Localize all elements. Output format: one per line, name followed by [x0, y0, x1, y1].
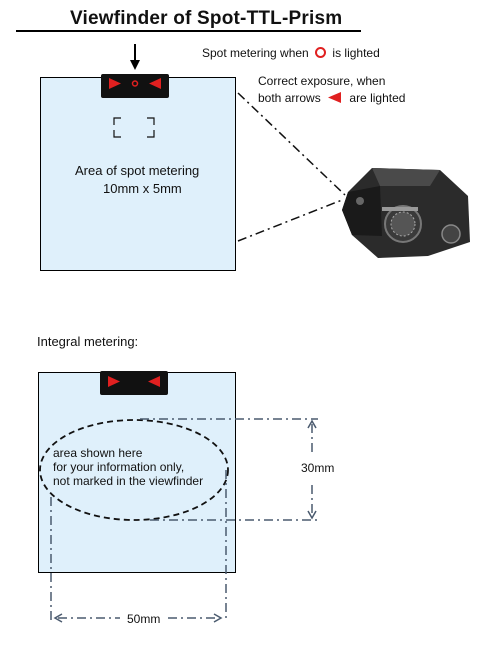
integral-heading: Integral metering:: [37, 334, 139, 349]
integral-viewfinder-panel: [38, 372, 236, 573]
page-title: Viewfinder of Spot-TTL-Prism: [70, 8, 343, 29]
title-underline: [16, 30, 361, 32]
spot-note-before: Spot metering when: [202, 46, 309, 60]
spot-led-circle-icon: [315, 47, 327, 58]
oval-note: area shown here for your information onl…: [53, 446, 203, 488]
spot-area-label: Area of spot metering 10mm x 5mm: [40, 162, 300, 198]
dim-width-arrow-left: [53, 613, 63, 623]
spot-metering-note: Spot metering when is lighted: [202, 46, 380, 60]
exposure-note-after: are lighted: [349, 91, 406, 105]
exposure-note-before: both arrows: [258, 91, 321, 105]
dim-height-arrow-bottom: [307, 510, 317, 520]
spot-note-after: is lighted: [332, 46, 380, 60]
exposure-note-line1: Correct exposure, when: [258, 74, 386, 88]
spot-center-led: [131, 80, 139, 87]
spot-area-label-line2: 10mm x 5mm: [103, 181, 182, 196]
width-dimension-label: 50mm: [127, 612, 161, 626]
spot-left-arrow-led: [109, 78, 121, 89]
oval-note-line1: area shown here: [53, 446, 143, 460]
height-dimension-label: 30mm: [301, 461, 335, 475]
dim-height-arrow-top: [307, 419, 317, 429]
integral-right-arrow-led: [148, 376, 160, 387]
red-arrow-icon: [328, 92, 342, 103]
spot-viewfinder-panel: [40, 77, 236, 271]
spot-right-arrow-led: [149, 78, 161, 89]
dim-width-arrow-right: [213, 613, 223, 623]
integral-left-arrow-led: [108, 376, 120, 387]
oval-note-line3: not marked in the viewfinder: [53, 474, 204, 488]
exposure-note-line2: both arrows are lighted: [258, 91, 405, 105]
oval-note-line2: for your information only,: [53, 460, 185, 474]
spot-area-label-line1: Area of spot metering: [75, 163, 200, 178]
